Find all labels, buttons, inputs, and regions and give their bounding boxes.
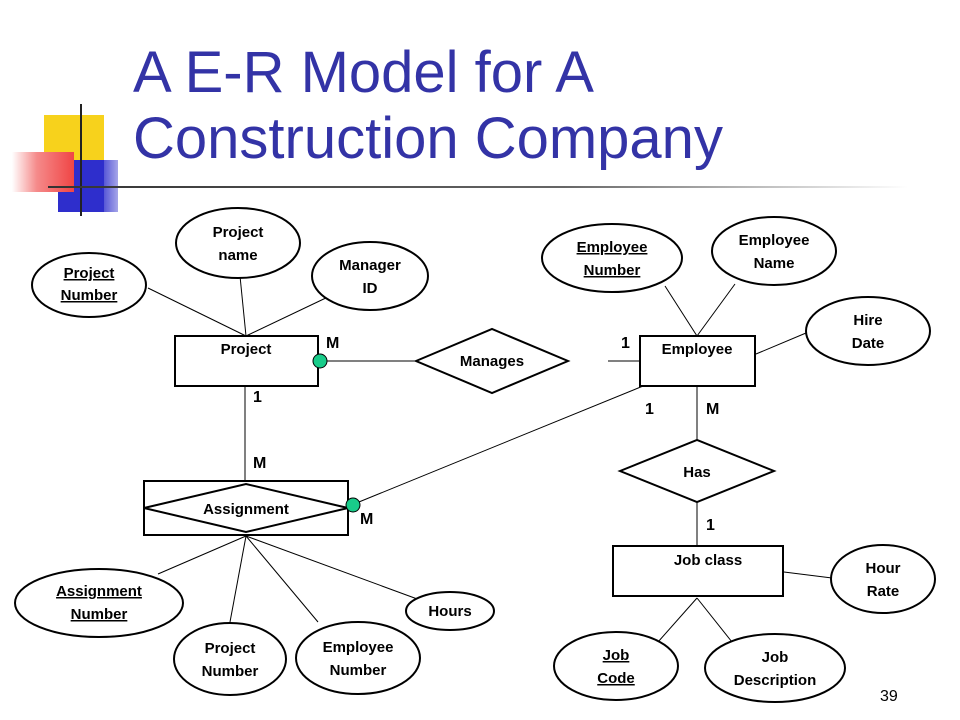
- relationship-manages-label: Manages: [460, 353, 524, 370]
- attribute-assign-employee-number-line1: Employee: [323, 639, 394, 656]
- attribute-project-name-line1: Project: [213, 224, 264, 241]
- attribute-employee-name-line2: Name: [754, 255, 795, 272]
- attribute-manager-id[interactable]: Manager ID: [311, 241, 429, 311]
- entity-project-label: Project: [221, 341, 272, 358]
- deco-vertical-rule: [80, 104, 82, 216]
- attribute-job-code[interactable]: Job Code: [553, 631, 679, 701]
- entity-job-class-label: Job class: [674, 552, 742, 569]
- attribute-project-name-line2: name: [218, 247, 257, 264]
- attribute-project-number[interactable]: Project Number: [31, 252, 147, 318]
- title-underline: [48, 186, 908, 188]
- line-hiredate-employee: [755, 332, 807, 355]
- attribute-hours-label: Hours: [428, 603, 471, 620]
- line-assignment-assignnumber: [157, 535, 247, 575]
- slide-title: A E-R Model for A Construction Company: [133, 40, 913, 172]
- attribute-hour-rate-line2: Rate: [867, 583, 900, 600]
- attribute-manager-id-line1: Manager: [339, 257, 401, 274]
- deco-blue-fade: [104, 118, 134, 212]
- attribute-employee-number-line1: Employee: [577, 239, 648, 256]
- attribute-assignment-number[interactable]: Assignment Number: [14, 568, 184, 638]
- entity-employee-label: Employee: [662, 341, 733, 358]
- line-assignment-projectnumber: [229, 535, 247, 623]
- attribute-hours[interactable]: Hours: [405, 591, 495, 631]
- line-empname-employee: [696, 283, 736, 337]
- entity-project[interactable]: Project: [174, 335, 319, 387]
- deco-red-block: [12, 152, 74, 192]
- connector-handle-assignment[interactable]: [345, 497, 361, 513]
- attribute-hire-date-line1: Hire: [853, 312, 882, 329]
- attribute-hour-rate[interactable]: Hour Rate: [830, 544, 936, 614]
- title-line-2: Construction Company: [133, 106, 723, 171]
- entity-job-class[interactable]: Job class: [612, 545, 784, 597]
- cardinality-employee-manages: 1: [621, 335, 630, 352]
- attribute-assignment-number-line1: Assignment: [56, 583, 142, 600]
- attribute-job-code-line2: Code: [597, 670, 635, 687]
- line-assignment-hours: [245, 535, 421, 601]
- attribute-employee-number[interactable]: Employee Number: [541, 223, 683, 293]
- line-projectname-project: [239, 275, 247, 337]
- cardinality-assignment-employee: M: [360, 511, 373, 528]
- entity-assignment[interactable]: Assignment: [143, 480, 349, 536]
- line-managerid-project: [245, 295, 331, 337]
- relationship-manages[interactable]: Manages: [413, 327, 571, 395]
- attribute-job-description-line1: Job: [762, 649, 789, 666]
- attribute-assign-employee-number[interactable]: Employee Number: [295, 621, 421, 695]
- attribute-job-description[interactable]: Job Description: [704, 633, 846, 703]
- attribute-manager-id-line2: ID: [363, 280, 378, 297]
- page-number: 39: [880, 688, 898, 705]
- attribute-job-code-line1: Job: [603, 647, 630, 664]
- connector-handle-project[interactable]: [312, 353, 328, 369]
- entity-assignment-label: Assignment: [203, 501, 289, 518]
- title-line-1: A E-R Model for A: [133, 40, 594, 105]
- line-employee-assignment: [353, 383, 649, 505]
- attribute-hire-date-line2: Date: [852, 335, 885, 352]
- cardinality-employee-has: M: [706, 401, 719, 418]
- attribute-assignment-number-line2: Number: [71, 606, 128, 623]
- attribute-job-description-line2: Description: [734, 672, 817, 689]
- line-assignment-employeenumber: [245, 535, 319, 623]
- line-jobclass-hourrate: [783, 571, 833, 579]
- attribute-assign-project-number-line1: Project: [205, 640, 256, 657]
- attribute-employee-name-line1: Employee: [739, 232, 810, 249]
- cardinality-has-jobclass: 1: [706, 517, 715, 534]
- relationship-has[interactable]: Has: [617, 438, 777, 504]
- line-projectnumber-project: [147, 287, 247, 337]
- line-jobclass-jobdescription: [696, 597, 733, 643]
- attribute-assign-employee-number-line2: Number: [330, 662, 387, 679]
- attribute-hour-rate-line1: Hour: [866, 560, 901, 577]
- relationship-has-label: Has: [683, 464, 711, 481]
- attribute-project-number-line2: Number: [61, 287, 118, 304]
- cardinality-assignment-project: M: [253, 455, 266, 472]
- attribute-assign-project-number-line2: Number: [202, 663, 259, 680]
- attribute-project-name[interactable]: Project name: [175, 207, 301, 279]
- cardinality-project-assignment: 1: [253, 389, 262, 406]
- entity-employee[interactable]: Employee: [639, 335, 756, 387]
- connector-lines: [147, 275, 833, 643]
- attribute-employee-name[interactable]: Employee Name: [711, 216, 837, 286]
- line-jobclass-jobcode: [657, 597, 698, 643]
- cardinality-employee-assignment: 1: [645, 401, 654, 418]
- attribute-project-number-line1: Project: [64, 265, 115, 282]
- cardinality-project-manages: M: [326, 335, 339, 352]
- attribute-hire-date[interactable]: Hire Date: [805, 296, 931, 366]
- line-empnumber-employee: [664, 285, 698, 337]
- attribute-employee-number-line2: Number: [584, 262, 641, 279]
- attribute-assign-project-number[interactable]: Project Number: [173, 622, 287, 696]
